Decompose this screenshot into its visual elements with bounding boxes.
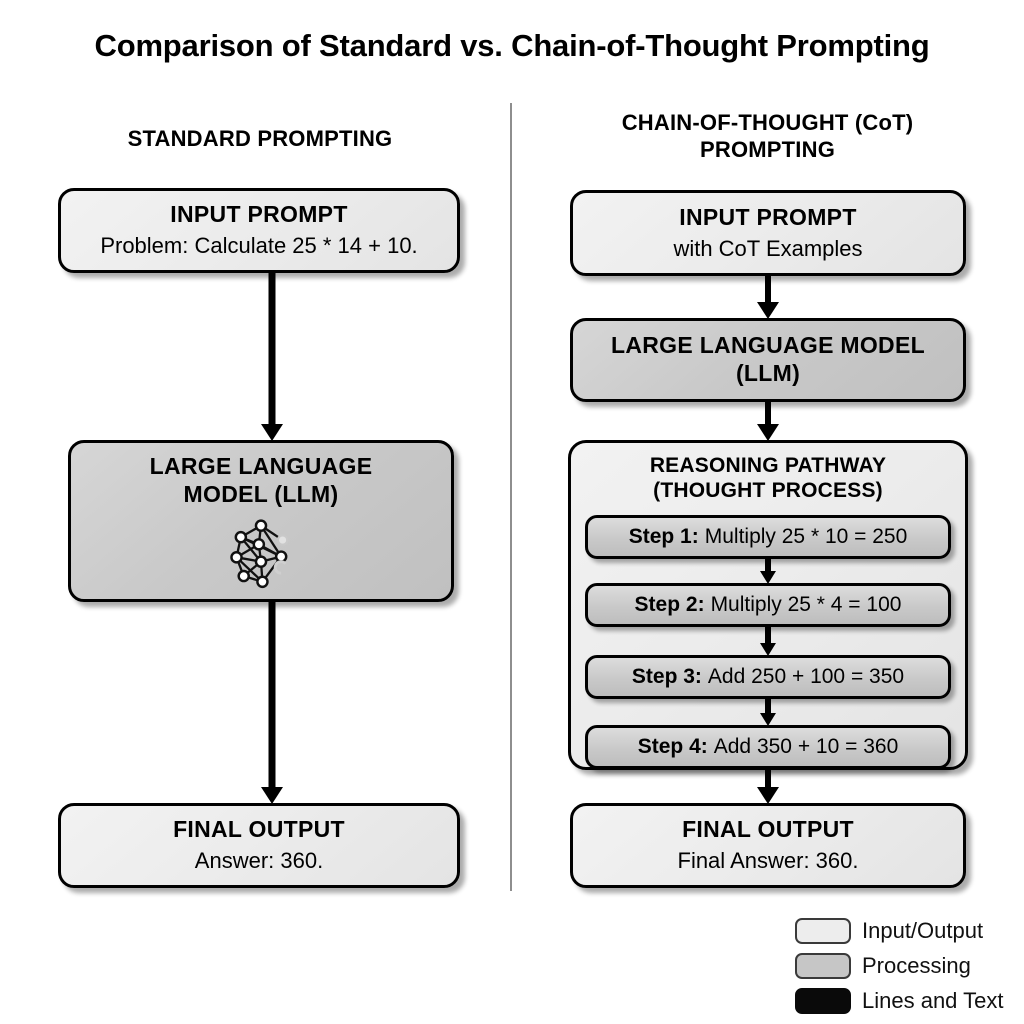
legend-label: Processing (862, 953, 971, 978)
reasoning-step-2[interactable]: Step 2: Multiply 25 * 4 = 100 (585, 583, 951, 627)
arrow-shaft (765, 402, 771, 425)
arrow-head (760, 643, 776, 656)
legend-label: Input/Output (862, 918, 984, 943)
arrow-shaft (268, 602, 276, 787)
step-label: Step 3: (631, 665, 702, 688)
node-title: INPUT PROMPT (170, 201, 348, 228)
node-title: FINAL OUTPUT (682, 816, 854, 843)
node-cot-input-prompt[interactable]: INPUT PROMPT with CoT Examples (570, 190, 966, 276)
neural-network-icon (230, 519, 289, 589)
reasoning-step-4[interactable]: Step 4: Add 350 + 10 = 360 (585, 725, 951, 769)
legend: Input/Output Processing Lines and Text (795, 915, 1003, 1017)
node-title: INPUT PROMPT (679, 203, 857, 230)
legend-swatch-processing (795, 953, 851, 979)
column-header-cot-line1: CHAIN-OF-THOUGHT (CoT) (621, 110, 914, 135)
arrow-shaft (765, 699, 771, 714)
arrow-head (760, 713, 776, 726)
arrow-input-to-llm-cot (757, 276, 779, 319)
column-divider (510, 103, 512, 891)
arrow-shaft (765, 276, 771, 303)
step-text: Multiply 25 * 4 = 100 (710, 593, 902, 616)
node-standard-input-prompt[interactable]: INPUT PROMPT Problem: Calculate 25 * 14 … (58, 188, 460, 273)
reasoning-step-1[interactable]: Step 1: Multiply 25 * 10 = 250 (585, 515, 951, 559)
arrow-head (757, 787, 779, 804)
node-cot-final-output[interactable]: FINAL OUTPUT Final Answer: 360. (570, 803, 966, 888)
legend-label: Lines and Text (862, 988, 1004, 1013)
node-title-line1: LARGE LANGUAGE MODEL (611, 332, 925, 359)
legend-swatch-input-output (795, 918, 851, 944)
reasoning-title-line2: (THOUGHT PROCESS) (653, 478, 883, 502)
arrow-step2-to-step3 (759, 627, 777, 656)
reasoning-title-line1: REASONING PATHWAY (649, 454, 887, 477)
arrow-reasoning-to-output-cot (757, 770, 779, 804)
node-body: Answer: 360. (194, 848, 324, 874)
step-text: Add 250 + 100 = 350 (707, 665, 905, 688)
legend-swatch-lines-and-text (795, 988, 851, 1014)
node-standard-final-output[interactable]: FINAL OUTPUT Answer: 360. (58, 803, 460, 888)
arrow-llm-to-reasoning-cot (757, 402, 779, 441)
arrow-head (757, 424, 779, 441)
arrow-head (261, 424, 283, 441)
node-body: Problem: Calculate 25 * 14 + 10. (100, 233, 418, 259)
arrow-shaft (765, 559, 771, 572)
node-title-line2: MODEL (LLM) (183, 480, 339, 507)
node-title-line2: (LLM) (735, 360, 801, 386)
step-text: Multiply 25 * 10 = 250 (704, 525, 908, 548)
arrow-shaft (268, 273, 276, 424)
arrow-step3-to-step4 (759, 699, 777, 726)
node-standard-llm[interactable]: LARGE LANGUAGE MODEL (LLM) (68, 440, 454, 602)
legend-item-processing: Processing (795, 950, 1003, 982)
page-title: Comparison of Standard vs. Chain-of-Thou… (94, 28, 930, 63)
arrow-head (261, 787, 283, 804)
arrow-llm-to-output-standard (259, 602, 285, 804)
reasoning-step-3[interactable]: Step 3: Add 250 + 100 = 350 (585, 655, 951, 699)
column-header-standard: STANDARD PROMPTING (127, 126, 393, 151)
step-label: Step 1: (628, 525, 699, 548)
arrow-step1-to-step2 (759, 559, 777, 584)
node-body: Final Answer: 360. (677, 848, 859, 874)
node-body: with CoT Examples (673, 235, 863, 261)
legend-item-input-output: Input/Output (795, 915, 1003, 947)
arrow-shaft (765, 770, 771, 788)
step-label: Step 4: (637, 735, 708, 758)
node-cot-llm[interactable]: LARGE LANGUAGE MODEL (LLM) (570, 318, 966, 402)
arrow-head (760, 571, 776, 584)
column-header-cot: CHAIN-OF-THOUGHT (CoT) PROMPTING (545, 110, 990, 164)
arrow-head (757, 302, 779, 319)
arrow-input-to-llm-standard (259, 273, 285, 441)
legend-item-lines-and-text: Lines and Text (795, 985, 1003, 1017)
step-label: Step 2: (634, 593, 705, 616)
step-text: Add 350 + 10 = 360 (713, 735, 899, 758)
node-title-line1: LARGE LANGUAGE (149, 452, 373, 479)
arrow-shaft (765, 627, 771, 644)
column-header-cot-line2: PROMPTING (699, 136, 836, 162)
node-title: FINAL OUTPUT (173, 816, 345, 843)
